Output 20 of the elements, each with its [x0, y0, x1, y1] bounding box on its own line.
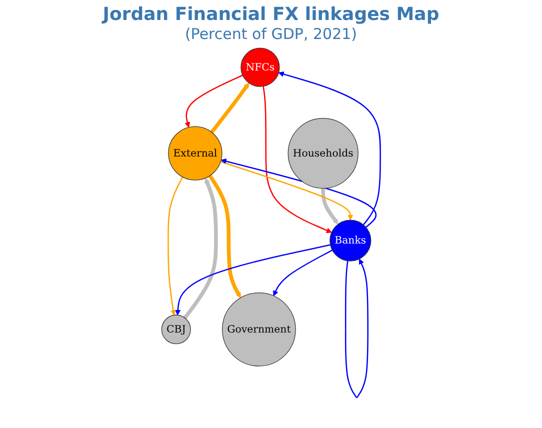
arrow	[321, 188, 338, 224]
arrow	[278, 71, 381, 226]
node-circle: External	[168, 126, 222, 180]
node-circle: NFCs	[240, 48, 280, 87]
arrow	[175, 244, 330, 316]
caption: (Percent of GDP, 2021)	[184, 25, 358, 43]
arrow	[344, 258, 368, 398]
node-circle: Households	[288, 118, 358, 189]
title: Jordan Financial FX linkages Map	[100, 4, 440, 25]
arrow	[273, 250, 333, 296]
arrow	[220, 161, 354, 220]
arrow	[184, 74, 243, 128]
arrow	[168, 176, 184, 316]
arrow	[210, 82, 250, 134]
node-circle: Banks	[330, 220, 372, 262]
arrow	[183, 178, 218, 320]
node-circle: Government	[222, 292, 296, 366]
node-circle: CBJ	[161, 314, 191, 344]
arrow	[262, 86, 332, 234]
arrow	[208, 174, 242, 298]
